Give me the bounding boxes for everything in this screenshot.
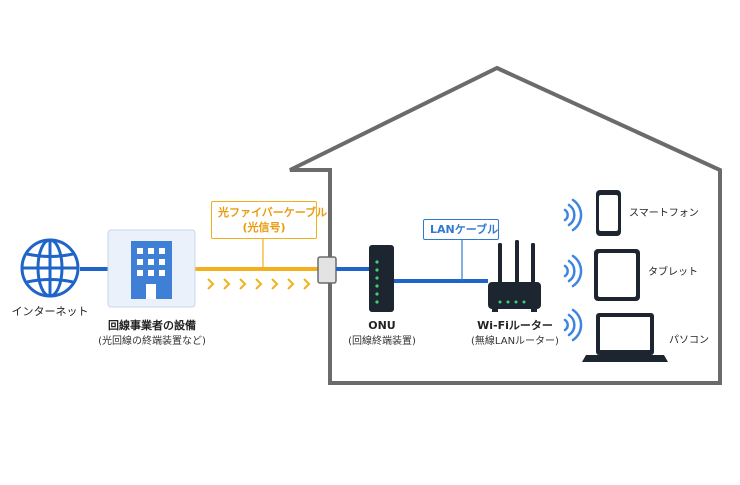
wifi-signal-icon bbox=[563, 308, 583, 342]
wall-connector-icon bbox=[317, 256, 337, 284]
router-sublabel: (無線LANルーター) bbox=[471, 336, 559, 347]
onu-device-icon bbox=[369, 245, 394, 312]
internet-label: インターネット bbox=[11, 305, 89, 318]
fiber-callout-subtitle: (光信号) bbox=[242, 221, 286, 234]
fiber-cable-callout: 光ファイバーケーブル (光信号) bbox=[211, 201, 328, 239]
wifi-waves bbox=[563, 198, 583, 342]
onu-sublabel: (回線終端装置) bbox=[348, 336, 416, 347]
onu-label: ONU bbox=[368, 319, 396, 332]
laptop-icon bbox=[582, 313, 668, 362]
fiber-signal-arrows bbox=[207, 278, 311, 290]
router-label: Wi-Fiルーター bbox=[477, 319, 553, 332]
tablet-label: タブレット bbox=[648, 267, 698, 278]
smartphone-label: スマートフォン bbox=[629, 208, 699, 219]
isp-label: 回線事業者の設備 bbox=[108, 319, 196, 332]
isp-sublabel: (光回線の終端装置など) bbox=[98, 336, 206, 347]
fiber-callout-title: 光ファイバーケーブル bbox=[218, 206, 328, 219]
lan-cable-callout: LANケーブル bbox=[423, 219, 499, 240]
wifi-signal-icon bbox=[563, 198, 583, 232]
tablet-icon bbox=[594, 249, 640, 301]
lan-callout-title: LANケーブル bbox=[430, 223, 499, 236]
house-outline-left bbox=[290, 168, 332, 383]
smartphone-icon bbox=[596, 190, 621, 236]
wifi-signal-icon bbox=[563, 254, 583, 288]
laptop-label: パソコン bbox=[669, 335, 709, 346]
globe-icon bbox=[20, 238, 80, 298]
building-icon bbox=[107, 229, 196, 308]
router-icon bbox=[488, 240, 541, 312]
